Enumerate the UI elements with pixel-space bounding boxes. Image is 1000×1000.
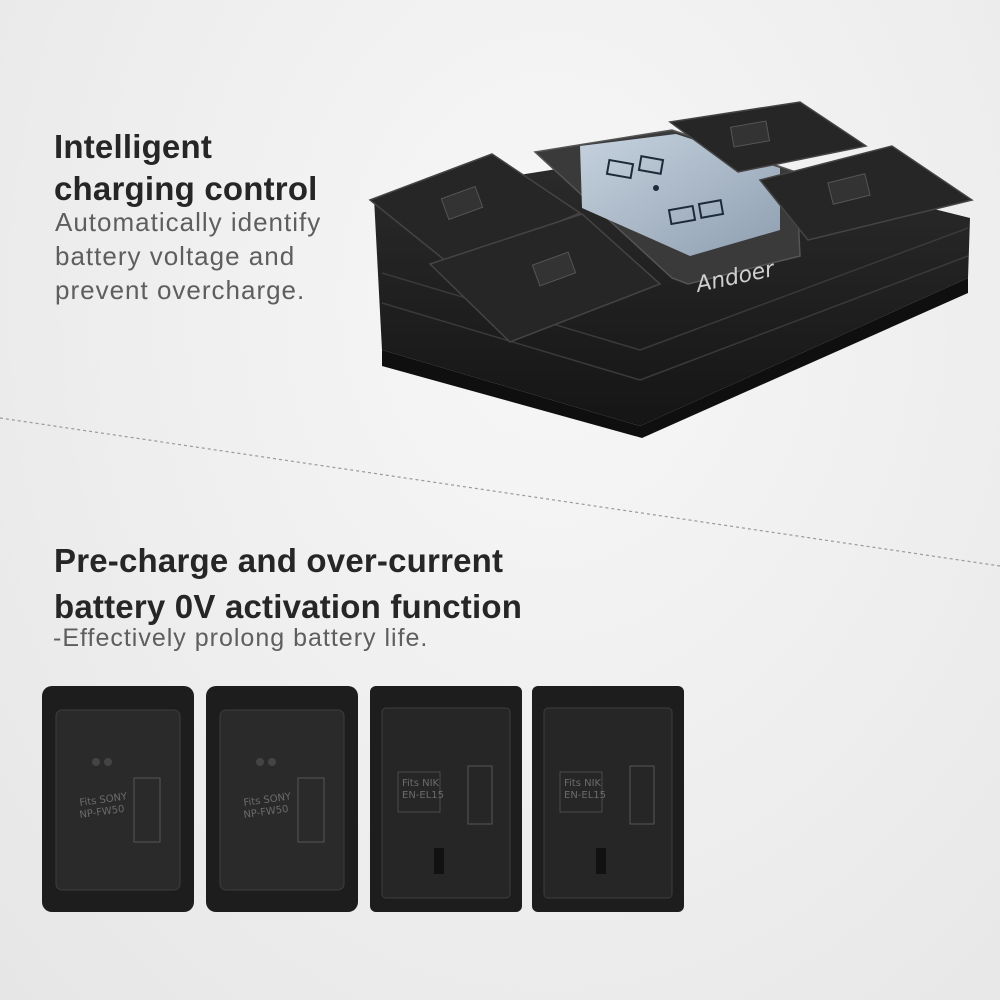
battery-plate-4: Fits NIK EN-EL15 — [532, 686, 684, 912]
plate-4-label-line2: EN-EL15 — [564, 790, 606, 801]
section2-title-line1: Pre-charge and over-current — [54, 542, 504, 579]
section1-desc-line1: Automatically identify — [55, 207, 322, 237]
section1-description: Automatically identify battery voltage a… — [55, 205, 321, 307]
section1-desc-line2: battery voltage and — [55, 241, 296, 271]
section1-desc-line3: prevent overcharge. — [55, 275, 306, 305]
section2-title: Pre-charge and over-current battery 0V a… — [54, 538, 522, 630]
section1-title: Intelligent charging control — [54, 126, 318, 210]
section2-title-line2: battery 0V activation function — [54, 588, 523, 625]
plate-3-label-line2: EN-EL15 — [402, 790, 444, 801]
battery-plate-3: Fits NIK EN-EL15 — [370, 686, 522, 912]
battery-plate-1: Fits SONY NP-FW50 — [42, 686, 194, 912]
battery-plate-2: Fits SONY NP-FW50 — [206, 686, 358, 912]
section1-title-line2: charging control — [54, 170, 318, 207]
section1-title-line1: Intelligent — [54, 128, 213, 165]
plate-4-label-line1: Fits NIK — [564, 778, 602, 789]
plate-3-label-line1: Fits NIK — [402, 778, 440, 789]
battery-plates-image: Fits SONY NP-FW50 Fits SONY NP-FW50 Fits… — [42, 686, 684, 912]
section2-subtitle: -Effectively prolong battery life. — [53, 624, 429, 652]
charger-image: Andoer — [368, 101, 974, 438]
